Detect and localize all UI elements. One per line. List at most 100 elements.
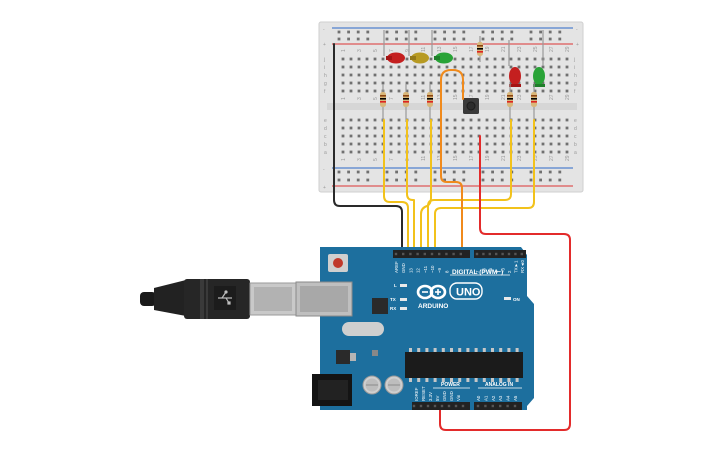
digital-pin-label: RX◄0 — [520, 260, 525, 273]
row-letter: e — [574, 118, 577, 124]
usb-symbol-icon — [218, 290, 232, 305]
column-number: 27 — [549, 155, 555, 161]
column-number: 17 — [469, 46, 475, 52]
analog-pin-label: A5 — [513, 395, 518, 401]
column-number: 25 — [533, 46, 539, 52]
column-number: 27 — [549, 46, 555, 52]
column-number: 19 — [485, 46, 491, 52]
led-l-label: L — [394, 283, 397, 288]
led-red-1[interactable] — [383, 30, 405, 64]
column-number: 5 — [373, 158, 379, 161]
power-pin-label: IOREF — [414, 387, 419, 401]
led-on-indicator — [504, 297, 511, 300]
column-number: 5 — [373, 97, 379, 100]
column-number: 29 — [565, 94, 571, 100]
row-letter: f — [324, 89, 326, 95]
led-tx-label: TX — [390, 297, 396, 302]
digital-header-pins — [394, 252, 523, 256]
digital-pin-label: ~9 — [437, 267, 442, 273]
wire-red-5v[interactable] — [439, 135, 571, 431]
rail-plus-label-right: + — [576, 42, 579, 48]
row-letter: i — [324, 65, 325, 71]
power-label: POWER — [441, 382, 460, 388]
led-tx-indicator — [400, 298, 407, 301]
wire-yellow-2[interactable] — [406, 119, 415, 251]
column-number: 21 — [501, 46, 507, 52]
led-yellow[interactable] — [408, 30, 429, 64]
rail-plus-label: + — [323, 42, 326, 48]
wire-yellow-4[interactable] — [427, 119, 512, 251]
digital-pin-label: 4 — [494, 270, 499, 273]
digital-pin-label: AREF — [394, 261, 399, 273]
model-badge — [449, 282, 483, 300]
led-green-1[interactable] — [431, 30, 453, 64]
column-number: 23 — [517, 155, 523, 161]
crystal — [342, 322, 384, 336]
column-number: 11 — [421, 47, 427, 52]
resistor-3[interactable] — [427, 84, 433, 122]
push-button[interactable] — [463, 98, 479, 114]
brand-label: ARDUINO — [418, 303, 448, 310]
row-letter: d — [324, 126, 327, 132]
wire-orange-button[interactable] — [440, 69, 464, 251]
led-red-2[interactable] — [508, 40, 521, 87]
row-letter: b — [574, 142, 577, 148]
digital-pin-label: ~11 — [423, 265, 428, 273]
digital-pin-label: ~6 — [481, 267, 486, 273]
model-label: UNO — [456, 287, 481, 299]
digital-pin-label: 13 — [408, 268, 413, 273]
row-letter: j — [323, 57, 325, 63]
power-pin-label: GND — [442, 391, 447, 401]
power-pin-label: RESET — [421, 386, 426, 401]
wire-yellow-1[interactable] — [383, 119, 409, 251]
column-number: 29 — [565, 155, 571, 161]
column-number: 19 — [485, 94, 491, 100]
wire-black-gnd[interactable] — [333, 43, 403, 251]
digital-label: DIGITAL (PWM~) — [452, 269, 503, 276]
row-letter: d — [574, 126, 577, 132]
wire-yellow-5[interactable] — [434, 119, 535, 251]
digital-pin-label: ~3 — [501, 267, 506, 273]
resistor-top[interactable] — [477, 36, 483, 62]
digital-pin-label: ~5 — [488, 267, 493, 273]
analog-pin-label: A1 — [483, 395, 488, 401]
analog-pin-label: A4 — [506, 395, 511, 401]
capacitor-2 — [384, 375, 404, 395]
row-letter: g — [324, 81, 327, 87]
column-number: 19 — [485, 155, 491, 161]
row-letter: c — [574, 134, 577, 140]
usb-cable[interactable] — [140, 279, 297, 319]
digital-pin-label: 12 — [416, 268, 421, 273]
column-number: 15 — [453, 94, 459, 100]
resistor-1[interactable] — [380, 84, 386, 122]
resistor-group — [380, 84, 537, 122]
row-letter: j — [573, 57, 575, 63]
digital-pin-label: GND — [401, 263, 406, 273]
digital-pin-label: TX►1 — [513, 260, 518, 273]
column-number: 15 — [453, 46, 459, 52]
column-numbers: 1113335557779991111111313131515151717171… — [341, 46, 571, 161]
resistor-4[interactable] — [507, 84, 513, 122]
led-rx-indicator — [400, 307, 407, 310]
atmega-chip — [405, 348, 523, 382]
led-green-2[interactable] — [533, 30, 545, 87]
reset-button[interactable] — [328, 254, 348, 272]
column-number: 11 — [421, 95, 427, 100]
rail-minus-label-right: - — [576, 27, 578, 33]
resistor-2[interactable] — [403, 84, 409, 122]
usb-chip — [372, 298, 388, 314]
column-number: 11 — [421, 156, 427, 161]
row-letter: g — [574, 81, 577, 87]
column-number: 21 — [501, 155, 507, 161]
digital-pin-label: ~10 — [430, 265, 435, 273]
row-letter: b — [324, 142, 327, 148]
row-letter: i — [574, 65, 575, 71]
resistor-5[interactable] — [531, 84, 537, 122]
column-number: 29 — [565, 46, 571, 52]
led-rx-label: RX — [390, 306, 396, 311]
column-number: 3 — [357, 158, 363, 161]
